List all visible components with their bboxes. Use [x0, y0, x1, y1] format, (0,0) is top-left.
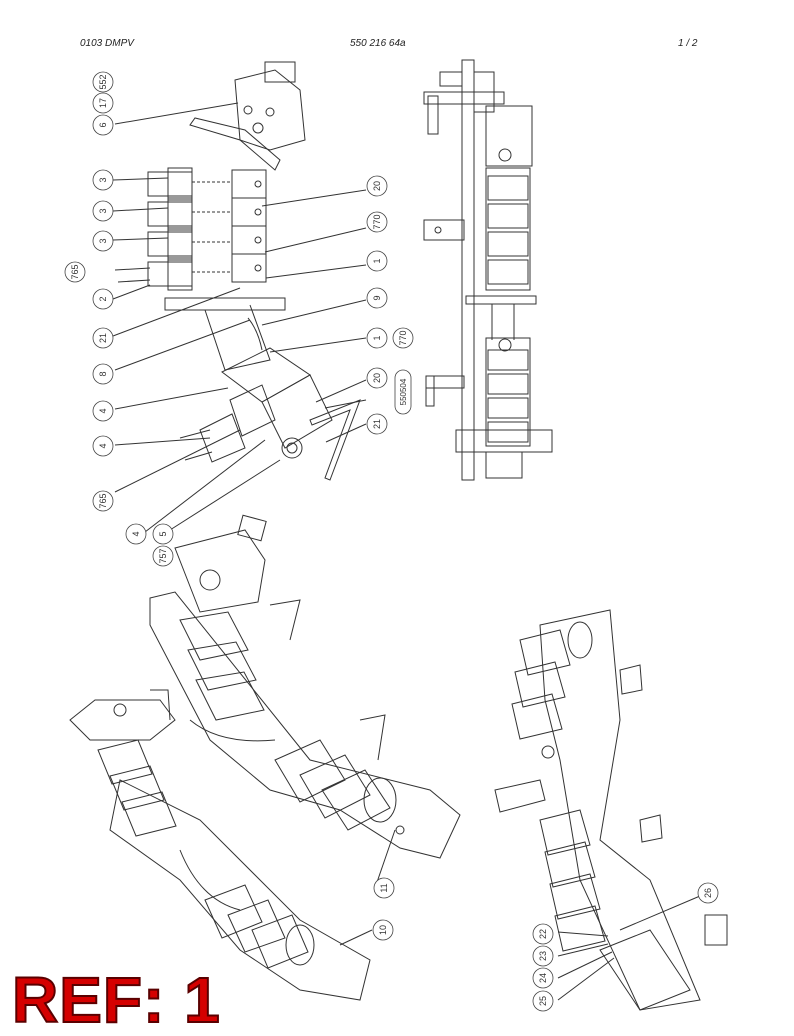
balloon-21b: 21 — [366, 413, 388, 435]
exploded-valve-assembly — [114, 61, 361, 481]
header-part-number: 550 216 64a — [350, 38, 406, 49]
svg-text:765: 765 — [98, 493, 108, 508]
svg-text:25: 25 — [538, 996, 548, 1006]
leader-lines-left — [112, 102, 281, 533]
svg-text:22: 22 — [538, 929, 548, 939]
svg-text:1: 1 — [372, 335, 382, 340]
balloon-callouts: 552 17 6 3 3 3 765 2 21 8 4 4 765 4 757 … — [64, 71, 719, 1012]
balloon-765b: 765 — [92, 490, 114, 512]
leader-line-11 — [374, 829, 396, 889]
balloon-770b: 770 — [392, 327, 414, 349]
svg-text:770: 770 — [372, 214, 382, 229]
balloon-25: 25 — [532, 990, 554, 1012]
isometric-view-right — [494, 609, 728, 1011]
balloon-770a: 770 — [366, 211, 388, 233]
svg-text:20: 20 — [372, 181, 382, 191]
balloon-23: 23 — [532, 945, 554, 967]
ref-label: REF: 1 — [11, 964, 221, 1036]
svg-text:9: 9 — [372, 295, 382, 300]
leader-lines-right — [261, 189, 367, 443]
balloon-3c: 3 — [92, 230, 114, 252]
svg-text:3: 3 — [98, 238, 108, 243]
balloon-765a: 765 — [64, 261, 86, 283]
svg-text:4: 4 — [98, 443, 108, 448]
svg-text:26: 26 — [703, 888, 713, 898]
svg-text:770: 770 — [398, 330, 408, 345]
svg-text:6: 6 — [98, 122, 108, 127]
isometric-view-upper — [149, 514, 461, 859]
balloon-3b: 3 — [92, 200, 114, 222]
balloon-20b: 20 — [366, 367, 388, 389]
balloon-4c: 4 — [125, 523, 147, 545]
svg-text:8: 8 — [98, 371, 108, 376]
balloon-26: 26 — [697, 882, 719, 904]
balloon-4a: 4 — [92, 400, 114, 422]
svg-text:4: 4 — [131, 531, 141, 536]
balloon-4b: 4 — [92, 435, 114, 457]
svg-text:21: 21 — [372, 419, 382, 429]
svg-text:2: 2 — [98, 296, 108, 301]
balloon-21a: 21 — [92, 327, 114, 349]
balloon-1b: 1 — [366, 327, 388, 349]
svg-text:24: 24 — [538, 973, 548, 983]
svg-text:1: 1 — [372, 258, 382, 263]
balloon-20a: 20 — [366, 175, 388, 197]
svg-text:17: 17 — [98, 98, 108, 108]
side-view-assembly — [423, 59, 553, 481]
leader-line-10 — [339, 929, 373, 946]
balloon-11: 11 — [373, 877, 395, 899]
balloon-1a: 1 — [366, 250, 388, 272]
header-page-indicator: 1 / 2 — [678, 38, 698, 49]
balloon-8: 8 — [92, 363, 114, 385]
svg-text:23: 23 — [538, 951, 548, 961]
balloon-22: 22 — [532, 923, 554, 945]
balloon-2: 2 — [92, 288, 114, 310]
balloon-9: 9 — [366, 287, 388, 309]
isometric-view-lower — [69, 689, 371, 1001]
svg-text:11: 11 — [379, 883, 389, 892]
svg-text:4: 4 — [98, 408, 108, 413]
svg-text:552: 552 — [98, 74, 108, 89]
balloon-6: 6 — [92, 114, 114, 136]
svg-text:3: 3 — [98, 177, 108, 182]
balloon-5: 5 — [152, 523, 174, 545]
svg-text:20: 20 — [372, 373, 382, 383]
balloon-552: 552 — [92, 71, 114, 93]
svg-text:757: 757 — [158, 548, 168, 563]
svg-text:5: 5 — [158, 531, 168, 536]
balloon-17: 17 — [92, 92, 114, 114]
balloon-10: 10 — [372, 919, 394, 941]
balloon-3a: 3 — [92, 169, 114, 191]
svg-text:765: 765 — [70, 264, 80, 279]
balloon-757: 757 — [152, 545, 174, 567]
balloon-24: 24 — [532, 967, 554, 989]
balloon-550504: 550504 — [394, 369, 412, 415]
svg-text:21: 21 — [98, 333, 108, 343]
svg-text:550504: 550504 — [399, 378, 408, 405]
svg-text:3: 3 — [98, 208, 108, 213]
svg-text:10: 10 — [378, 925, 388, 935]
header-doc-code: 0103 DMPV — [80, 38, 134, 49]
leader-line-26 — [619, 895, 701, 931]
